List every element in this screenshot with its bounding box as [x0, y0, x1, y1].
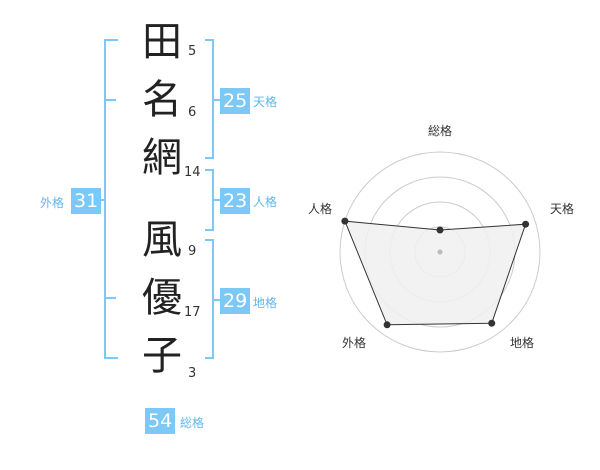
- given-strokes-3: 3: [188, 366, 197, 381]
- surname-strokes-1: 5: [188, 44, 197, 59]
- given-strokes-2: 17: [184, 305, 201, 320]
- radar-ring-4: [339, 151, 541, 353]
- radar-point-1: [522, 220, 530, 228]
- gaikaku-label: 外格: [40, 196, 65, 210]
- radar-label-chikaku: 地格: [510, 336, 535, 350]
- radar-label-gaikaku: 外格: [342, 336, 367, 350]
- surname-char-2: 名: [142, 77, 182, 123]
- radar-point-3: [383, 321, 391, 329]
- tenkaku-badge: 25: [220, 88, 251, 114]
- jinkaku-badge: 23: [220, 188, 251, 214]
- given-char-3: 子: [142, 333, 182, 379]
- soukaku-label: 総格: [180, 416, 205, 430]
- jinkaku-label: 人格: [253, 195, 278, 209]
- radar-point-2: [488, 319, 496, 327]
- radar-point-0: [436, 226, 444, 234]
- surname-char-3: 網: [142, 135, 182, 181]
- given-char-2: 優: [142, 275, 182, 321]
- radar-polygon: [344, 220, 527, 326]
- given-char-1: 風: [142, 217, 182, 263]
- chikaku-badge: 29: [220, 288, 251, 314]
- soukaku-badge: 54: [145, 408, 176, 434]
- surname-strokes-2: 6: [188, 105, 197, 120]
- radar-label-tenkaku: 天格: [550, 202, 575, 216]
- tenkaku-label: 天格: [253, 95, 278, 109]
- surname-char-1: 田: [142, 19, 182, 65]
- surname-strokes-3: 14: [184, 165, 201, 180]
- radar-center: [437, 249, 443, 255]
- radar-label-jinkaku: 人格: [308, 202, 333, 216]
- given-strokes-1: 9: [188, 244, 197, 259]
- chikaku-label: 地格: [253, 296, 278, 310]
- gaikaku-badge: 31: [71, 188, 102, 214]
- radar-point-4: [341, 217, 349, 225]
- radar-label-soukaku: 総格: [428, 124, 453, 138]
